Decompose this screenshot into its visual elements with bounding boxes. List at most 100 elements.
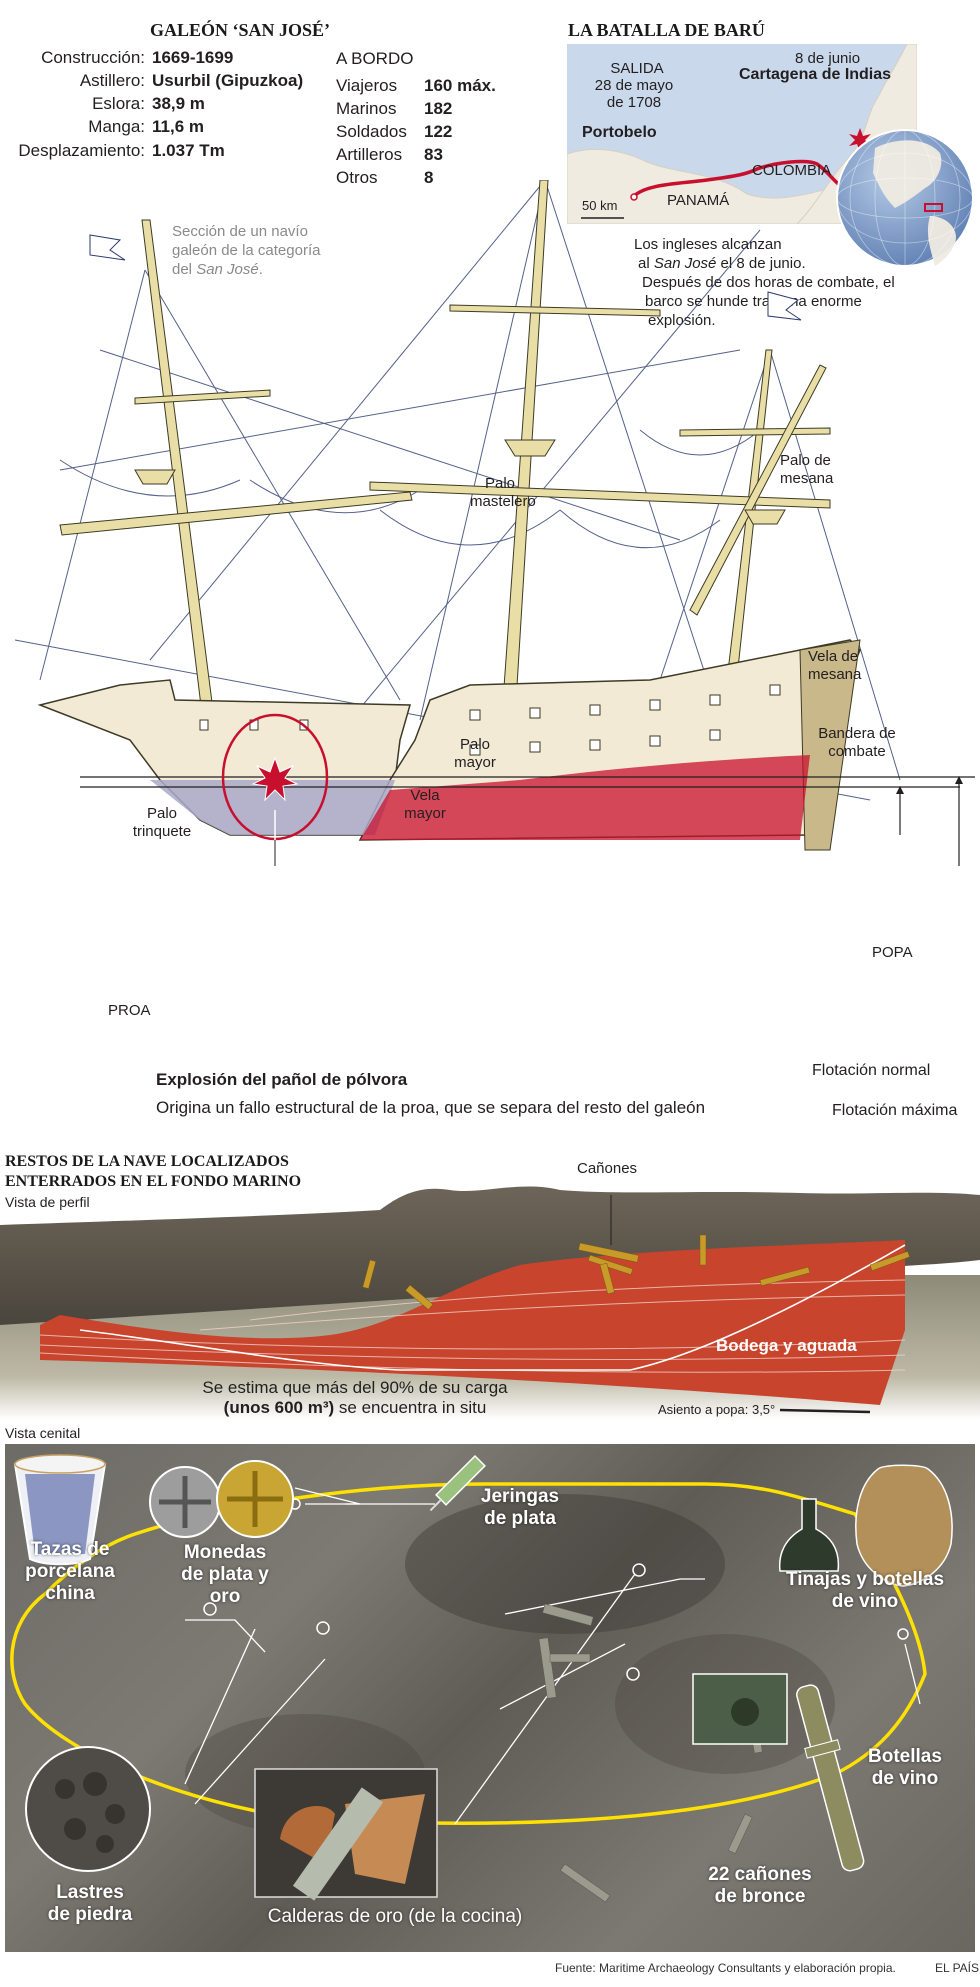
text: porcelana [25, 1561, 115, 1582]
ballast-stones-image [25, 1746, 151, 1872]
text: del San José. [172, 260, 320, 279]
text: . [258, 261, 263, 278]
footer-brand: EL PAÍS [935, 1961, 980, 1975]
text: RESTOS DE LA NAVE LOCALIZADOS [5, 1153, 289, 1170]
south-america [927, 216, 956, 266]
spec-label: Desplazamiento: [18, 141, 145, 160]
text: Vela [410, 787, 440, 804]
galleon-title: GALEÓN ‘SAN JOSÉ’ [150, 20, 331, 40]
battle-desc-line5: explosión. [648, 312, 716, 329]
label-vela-mayor: Vela mayor [395, 787, 455, 823]
explosion-star-icon [251, 756, 299, 802]
find-label-tinajas: Tinajas y botellas de vino [780, 1569, 950, 1613]
trim-label: Asiento a popa: 3,5° [658, 1402, 776, 1417]
spec-value: 1669-1699 [152, 48, 234, 67]
onboard-label: Soldados [336, 122, 407, 141]
map-destination: Cartagena de Indias [739, 66, 892, 83]
map-departure-date2: de 1708 [606, 94, 662, 111]
label-proa: PROA [108, 1002, 151, 1019]
bow-underwater [150, 780, 395, 835]
wine-bottle-image [778, 1498, 840, 1572]
text: Lastres [56, 1882, 124, 1903]
trim-indicator [779, 1408, 871, 1414]
spec-label: Manga: [88, 117, 145, 136]
battle-desc-line2: al San José el 8 de junio. [638, 255, 806, 272]
battle-desc-line4: barco se hunde tras una enorme [645, 293, 862, 310]
text: de bronce [714, 1886, 806, 1907]
text: Se estima que más del 90% de su carga [202, 1378, 508, 1397]
rigging [14, 180, 901, 801]
text: mayor [454, 754, 496, 771]
text: de vino [831, 1591, 899, 1612]
spec-value: Usurbil (Gipuzkoa) [152, 71, 304, 90]
find-label-botellas: Botellas de vino [855, 1746, 955, 1790]
text: de plata [484, 1508, 556, 1529]
onboard-value: 122 [424, 122, 453, 141]
section-note: Sección de un navío galeón de la categor… [172, 222, 320, 279]
text: de piedra [47, 1904, 133, 1925]
text: al [638, 255, 654, 272]
text-italic: San José [653, 255, 717, 272]
text: mayor [404, 805, 446, 822]
map-country-panama: PANAMÁ [667, 192, 730, 209]
wreck-outline [10, 1482, 927, 1825]
text: del [172, 261, 197, 278]
text: china [45, 1583, 95, 1604]
hold-area [360, 755, 810, 840]
explosion-title: Explosión del pañol de pólvora [156, 1070, 408, 1089]
onboard-value: 8 [424, 168, 434, 187]
onboard-heading: A BORDO [336, 49, 414, 68]
find-label-monedas: Monedas de plata y oro [165, 1542, 285, 1608]
footer-source: Fuente: Maritime Archaeology Consultants… [555, 1961, 896, 1975]
find-label-canones: 22 cañones de bronce [705, 1864, 815, 1908]
buried-hold [40, 1240, 905, 1405]
text: mastelero [470, 493, 536, 510]
hull-keel-line [79, 1244, 906, 1371]
top-view-label: Vista cenital [5, 1425, 81, 1441]
label-hold: Bodega y aguada [640, 1015, 765, 1032]
estimate-text: Se estima que más del 90% de su carga (u… [190, 1378, 520, 1418]
cannons [362, 1234, 910, 1310]
label-palo-mayor: Palo mayor [440, 736, 510, 772]
onboard-label: Viajeros [336, 76, 398, 95]
top-view: Tazas de porcelana china Monedas de plat… [5, 1444, 975, 1952]
top-view-svg [10, 1454, 953, 1903]
label-bandera-de-combate: Bandera de combate [812, 725, 902, 761]
battle-title: LA BATALLA DE BARÚ [568, 20, 765, 40]
silver-syringe-image [429, 1454, 486, 1512]
explosion-star-icon [849, 128, 871, 152]
text: mesana [808, 666, 862, 683]
onboard-value: 83 [424, 145, 443, 164]
text: 22 cañones [708, 1864, 812, 1885]
find-label-calderas: Calderas de oro (de la cocina) [267, 1906, 523, 1927]
spec-label: Eslora: [92, 94, 145, 113]
map-arrival-date: 8 de junio [795, 50, 861, 67]
text: Bandera de [818, 725, 896, 742]
text-italic: San José [196, 261, 259, 278]
text: Sección de un navío [172, 223, 308, 240]
text: combate [828, 743, 886, 760]
remains-title: RESTOS DE LA NAVE LOCALIZADOS ENTERRADOS… [5, 1152, 301, 1192]
profile-svg [0, 1186, 980, 1420]
onboard-value: 182 [424, 99, 453, 118]
text: Vela de [808, 648, 859, 665]
map-departure-heading: SALIDA [610, 60, 664, 77]
north-america [873, 140, 942, 208]
spec-value: 38,9 m [152, 94, 205, 113]
jar-image [855, 1464, 953, 1587]
seabed-rock [0, 1186, 980, 1325]
label-palo-mastelero: Palo mastelero [470, 475, 536, 511]
spec-label: Construcción: [41, 48, 145, 67]
find-label-tazas: Tazas de porcelana china [15, 1539, 125, 1605]
remains-hold-label: Bodega y aguada [716, 1336, 857, 1355]
cannons-label: Cañones [577, 1160, 638, 1177]
text: Botellas [868, 1746, 942, 1767]
map-country-colombia: COLOMBIA [752, 162, 832, 179]
text: de vino [871, 1768, 939, 1789]
map-scale: 50 km [582, 198, 618, 213]
onboard-label: Artilleros [336, 145, 403, 164]
onboard-label: Marinos [336, 99, 397, 118]
find-label-lastres: Lastres de piedra [35, 1882, 145, 1926]
label-palo-trinquete: Palo trinquete [122, 805, 202, 841]
text: Tazas de [30, 1539, 110, 1560]
